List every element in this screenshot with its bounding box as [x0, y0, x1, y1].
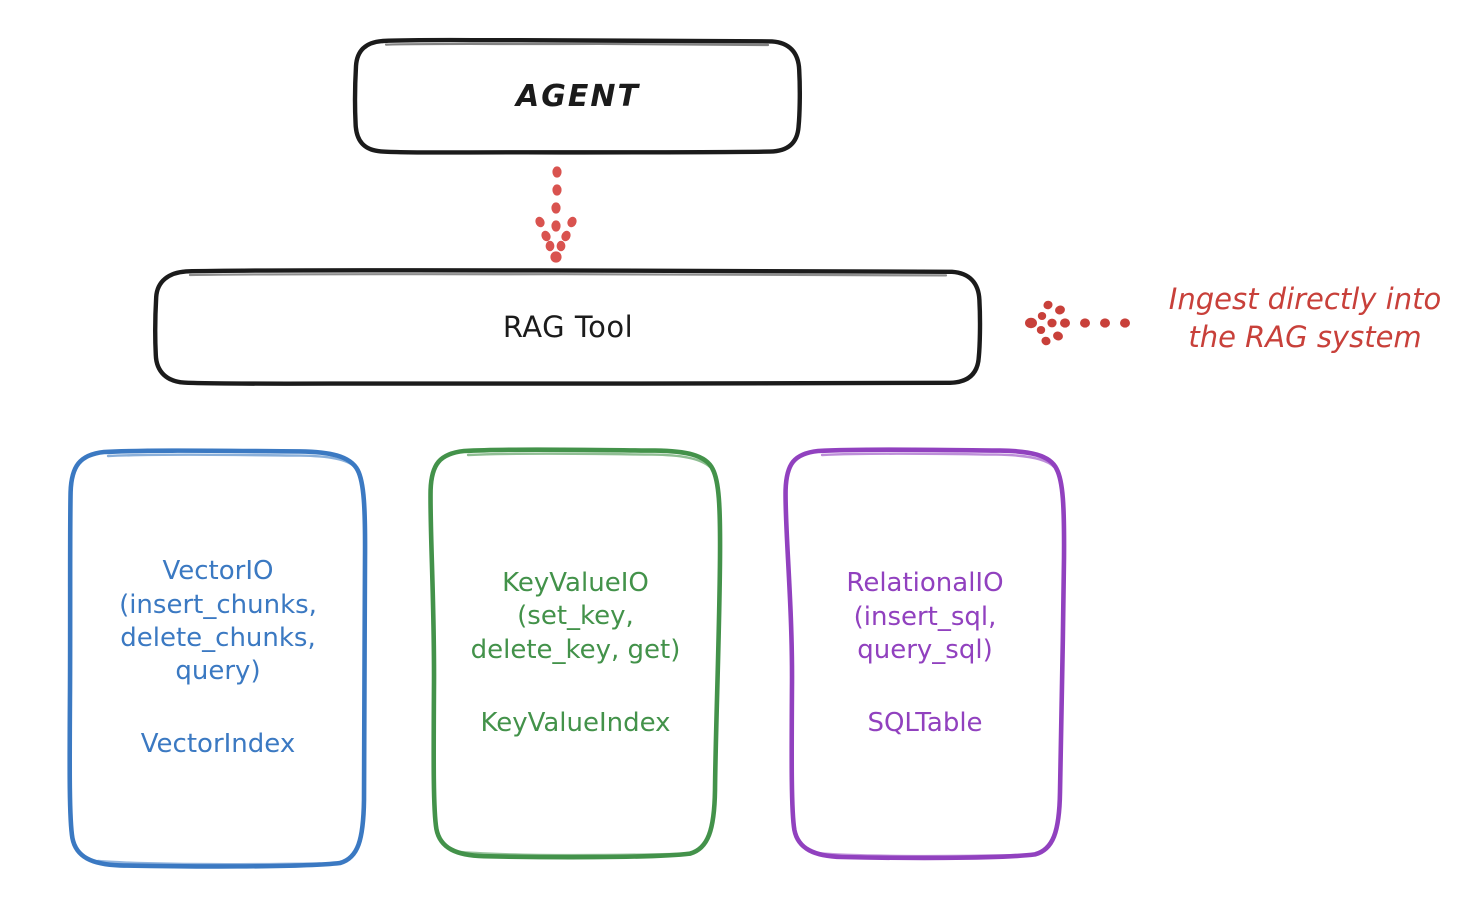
- agent-label: AGENT: [516, 79, 640, 114]
- rag-tool-node[interactable]: RAG Tool: [155, 270, 981, 384]
- ingest-arrow-connector: [1025, 300, 1130, 346]
- relational-store-subtitle: SQLTable: [867, 708, 983, 739]
- rag-tool-label: RAG Tool: [502, 310, 634, 344]
- keyvalue-store-subtitle: KeyValueIndex: [480, 707, 671, 738]
- vector-store-title: VectorIO (insert_chunks, delete_chunks, …: [119, 556, 317, 687]
- agent-to-rag-connector: [535, 166, 577, 263]
- vector-store-subtitle: VectorIndex: [140, 729, 296, 760]
- keyvalue-store-title: KeyValueIO (set_key, delete_key, get): [470, 567, 681, 665]
- relational-store-title: RelationalIO (insert_sql, query_sql): [846, 568, 1004, 665]
- vector-store-node[interactable]: VectorIO (insert_chunks, delete_chunks, …: [70, 450, 366, 867]
- agent-node[interactable]: AGENT: [355, 40, 801, 153]
- keyvalue-store-node[interactable]: KeyValueIO (set_key, delete_key, get) Ke…: [430, 450, 721, 857]
- ingest-annotation-text: Ingest directly into the RAG system: [1168, 282, 1442, 355]
- relational-store-node[interactable]: RelationalIO (insert_sql, query_sql) SQL…: [785, 450, 1065, 858]
